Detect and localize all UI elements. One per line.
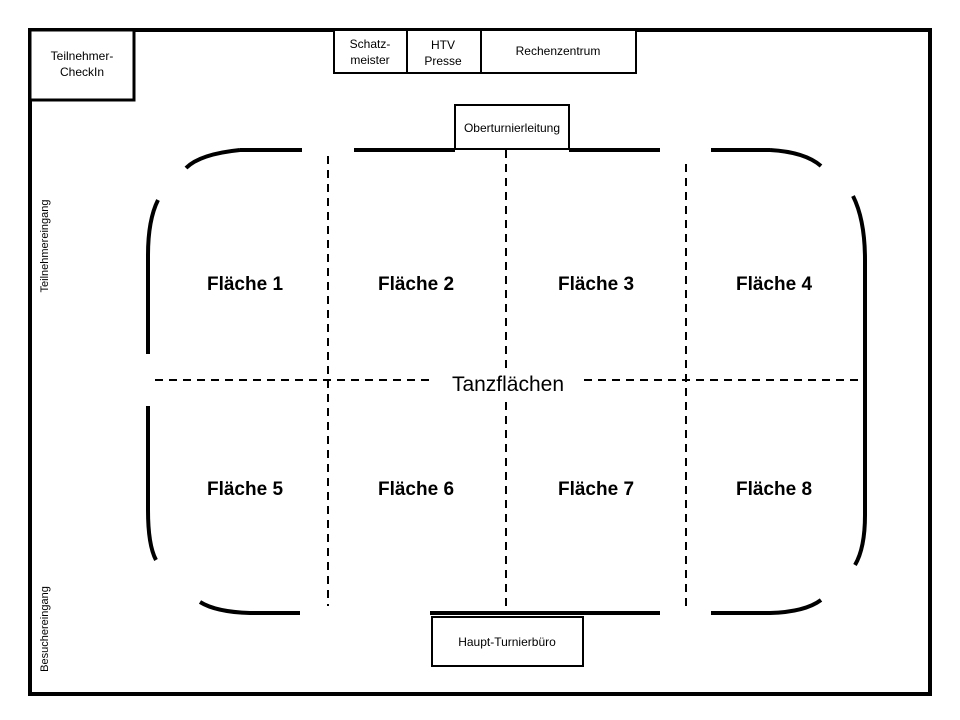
teilnehmer-checkin-label-line-2: CheckIn	[60, 65, 104, 79]
rechenzentrum-room: Rechenzentrum	[480, 29, 637, 74]
floor-7-label: Fläche 7	[558, 479, 634, 500]
besuchereingang-label: Besuchereingang	[39, 586, 51, 672]
floor-5-label: Fläche 5	[207, 479, 283, 500]
oberturnierleitung-label: Oberturnierleitung	[464, 121, 560, 135]
schatzmeister-label-line-1: Schatz-	[350, 37, 391, 51]
teilnehmer-checkin-room: Teilnehmer- CheckIn	[28, 28, 136, 102]
schatzmeister-room: Schatz- meister	[333, 29, 408, 74]
haupt-turnierbuero-label: Haupt-Turnierbüro	[458, 635, 556, 649]
schatzmeister-label-line-2: meister	[350, 53, 389, 67]
dance-area-boundary	[146, 148, 867, 615]
htv-presse-label-line-2: Presse	[424, 54, 462, 68]
floor-4-label: Fläche 4	[736, 274, 812, 295]
floor-3-label: Fläche 3	[558, 274, 634, 295]
floor-8-label: Fläche 8	[736, 479, 812, 500]
dance-area-title: Tanzflächen	[452, 373, 564, 396]
htv-presse-room: HTV Presse	[406, 29, 482, 74]
oberturnierleitung-room: Oberturnierleitung	[454, 104, 570, 150]
teilnehmereingang-label: Teilnehmereingang	[39, 200, 51, 293]
floor-2-label: Fläche 2	[378, 274, 454, 295]
teilnehmer-checkin-label-line-1: Teilnehmer-	[51, 49, 114, 63]
floor-1-label: Fläche 1	[207, 274, 283, 295]
rechenzentrum-label: Rechenzentrum	[516, 44, 601, 58]
floor-6-label: Fläche 6	[378, 479, 454, 500]
htv-presse-label-line-1: HTV	[431, 38, 455, 52]
haupt-turnierbuero-room: Haupt-Turnierbüro	[431, 616, 584, 667]
